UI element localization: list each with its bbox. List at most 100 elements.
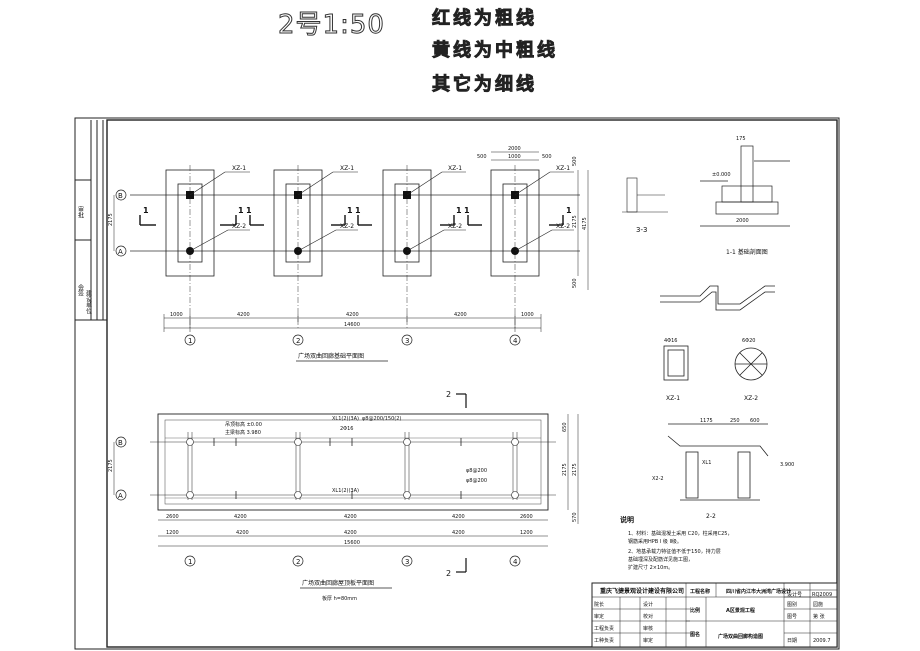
- rebar-label: φ8@200/150(2): [362, 416, 401, 422]
- elevation-label: 3.900: [780, 462, 794, 468]
- detail-3-3: [622, 177, 668, 213]
- section-mark: 1: [566, 206, 572, 215]
- dim-bottom-1: 4200: [234, 514, 247, 520]
- roof-plan-title: 广场双曲回廊屋顶板平面图: [302, 579, 374, 587]
- axis-number: 1: [188, 337, 192, 345]
- detail-1-1: [700, 145, 790, 227]
- legend-yellow-line: 黄线为中粗线: [432, 40, 558, 62]
- detail-3-3-label: 3-3: [636, 226, 647, 234]
- company-name: 重庆飞捷景观设计建设有限公司: [600, 587, 684, 595]
- detail-2-2: [667, 423, 769, 501]
- sidebar-label-3: 建设单位: [85, 289, 92, 314]
- column-xz2-detail: [734, 347, 768, 381]
- axis-number: 2: [296, 337, 300, 345]
- role-label: 审定: [594, 613, 604, 620]
- field-label: 图别: [787, 601, 797, 608]
- dim-bottom-2: 1200: [520, 530, 533, 536]
- dim-top: 2000: [508, 146, 521, 152]
- rebar-label: 2Φ16: [340, 426, 353, 432]
- role-label: 工程负责: [594, 625, 614, 632]
- project-name: 四川省内江市大洲湾广场设计: [726, 588, 791, 595]
- drawing-scale-note: 2号1:50: [278, 10, 385, 41]
- dim-right: 570: [572, 512, 578, 522]
- section-mark: 1: [143, 206, 149, 215]
- section-mark: 1: [347, 206, 353, 215]
- scale-label: 比例: [690, 607, 700, 614]
- dim-bottom: 4200: [454, 312, 467, 318]
- dim-total: 14600: [344, 322, 360, 328]
- column-tag: XZ-2: [448, 223, 462, 230]
- sidebar-label-2: 会签: [77, 283, 84, 296]
- title-block: 重庆飞捷景观设计建设有限公司 工程名称 四川省内江市大洲湾广场设计 A区景观工程…: [591, 582, 838, 648]
- legend-other-line: 其它为细线: [432, 74, 537, 96]
- column-tag: XZ-2: [340, 223, 354, 230]
- notes-item: 1、材料：基础混凝土采用 C20，柱采用C25，: [628, 530, 732, 537]
- dim-bottom-1: 4200: [452, 514, 465, 520]
- beam-label: XL1(2)(3A): [332, 488, 359, 494]
- dim-bottom-2: 4200: [344, 530, 357, 536]
- xz1-label: XZ-1: [666, 395, 680, 402]
- dim-right: 2175: [572, 215, 578, 228]
- notes-item: 钢筋采用HPB I 级 Ⅱ级。: [628, 538, 682, 545]
- roof-note: 主梁标高 3.980: [225, 429, 261, 436]
- dim-top: 1000: [508, 154, 521, 160]
- field-value: 2009.7: [813, 638, 831, 644]
- legend-red-line: 红线为粗线: [432, 8, 537, 30]
- field-label: 图号: [787, 614, 797, 620]
- section-mark-2: 2: [446, 390, 451, 399]
- notes-item: 扩建尺寸 2×10m。: [628, 564, 673, 571]
- inner-frame: [106, 119, 838, 648]
- role-label: 审定: [643, 637, 653, 644]
- column-tag: XZ-1: [448, 165, 462, 172]
- dim-right: 2175: [572, 463, 578, 476]
- dim-right: 4175: [582, 217, 588, 230]
- dim-top: 500: [542, 154, 552, 160]
- axis-label-b: B: [118, 192, 123, 200]
- axis-number: 4: [513, 337, 518, 345]
- section-mark-2: 2: [446, 569, 451, 578]
- role-label: 校对: [643, 613, 653, 620]
- section-mark: 1: [464, 206, 470, 215]
- drawing-name: 广场双曲回廊构造图: [718, 633, 763, 640]
- column-tag: XZ-1: [340, 165, 354, 172]
- axis-number: 3: [405, 558, 409, 566]
- dim-bottom-2: 4200: [236, 530, 249, 536]
- column-tag: X2-2: [652, 476, 664, 482]
- foundation-plan-title: 广场双曲回廊基础平面图: [298, 352, 364, 360]
- left-dimension: 2175: [108, 213, 114, 226]
- axis-number: 3: [405, 337, 409, 345]
- dim-bottom: 4200: [346, 312, 359, 318]
- slab-thickness-note: 板厚 h=80mm: [322, 595, 357, 602]
- field-value: 第 张: [813, 613, 825, 620]
- detail-1-1-label: 1-1 基础剖面图: [726, 248, 768, 256]
- dim-bottom-1: 4200: [344, 514, 357, 520]
- elevation-label: ±0.000: [712, 172, 731, 178]
- column-xz1-detail: [663, 345, 689, 381]
- beam-label: XL1(2)(3A): [332, 416, 359, 422]
- dim-bottom-1: 2600: [166, 514, 179, 520]
- axis-label-a: A: [118, 248, 123, 256]
- column-tag: XZ-1: [556, 165, 570, 172]
- dim-right: 500: [572, 278, 578, 288]
- notes-item: 基础埋深及配筋详见施工图，: [628, 556, 693, 563]
- dim-right: 2175: [562, 463, 568, 476]
- axis-label-b: B: [118, 439, 123, 447]
- dim-bottom-1: 2600: [520, 514, 533, 520]
- role-label: 院长: [594, 601, 604, 608]
- rebar-size: 4Φ16: [664, 338, 677, 344]
- dim-right: 500: [572, 156, 578, 166]
- foundation-plan: XZ-1 XZ-2 XZ-1 XZ-2 XZ-1 XZ-2 XZ-1 XZ-2 …: [108, 146, 589, 362]
- role-label: 工种负责: [594, 637, 614, 644]
- role-label: 审核: [643, 625, 653, 632]
- column-tag: XZ-2: [232, 223, 246, 230]
- section-mark: 1: [238, 206, 244, 215]
- binding-strip: 审批 会签 建设单位: [75, 120, 107, 321]
- section-mark: 1: [456, 206, 462, 215]
- dim-right: 650: [562, 422, 568, 432]
- dim-bottom-2: 4200: [452, 530, 465, 536]
- dim-bottom: 1000: [521, 312, 534, 318]
- sheet-name-label: 图名: [690, 631, 700, 638]
- project-label: 工程名称: [690, 588, 710, 595]
- rebar-size: 6Φ20: [742, 338, 755, 344]
- section-mark: 1: [355, 206, 361, 215]
